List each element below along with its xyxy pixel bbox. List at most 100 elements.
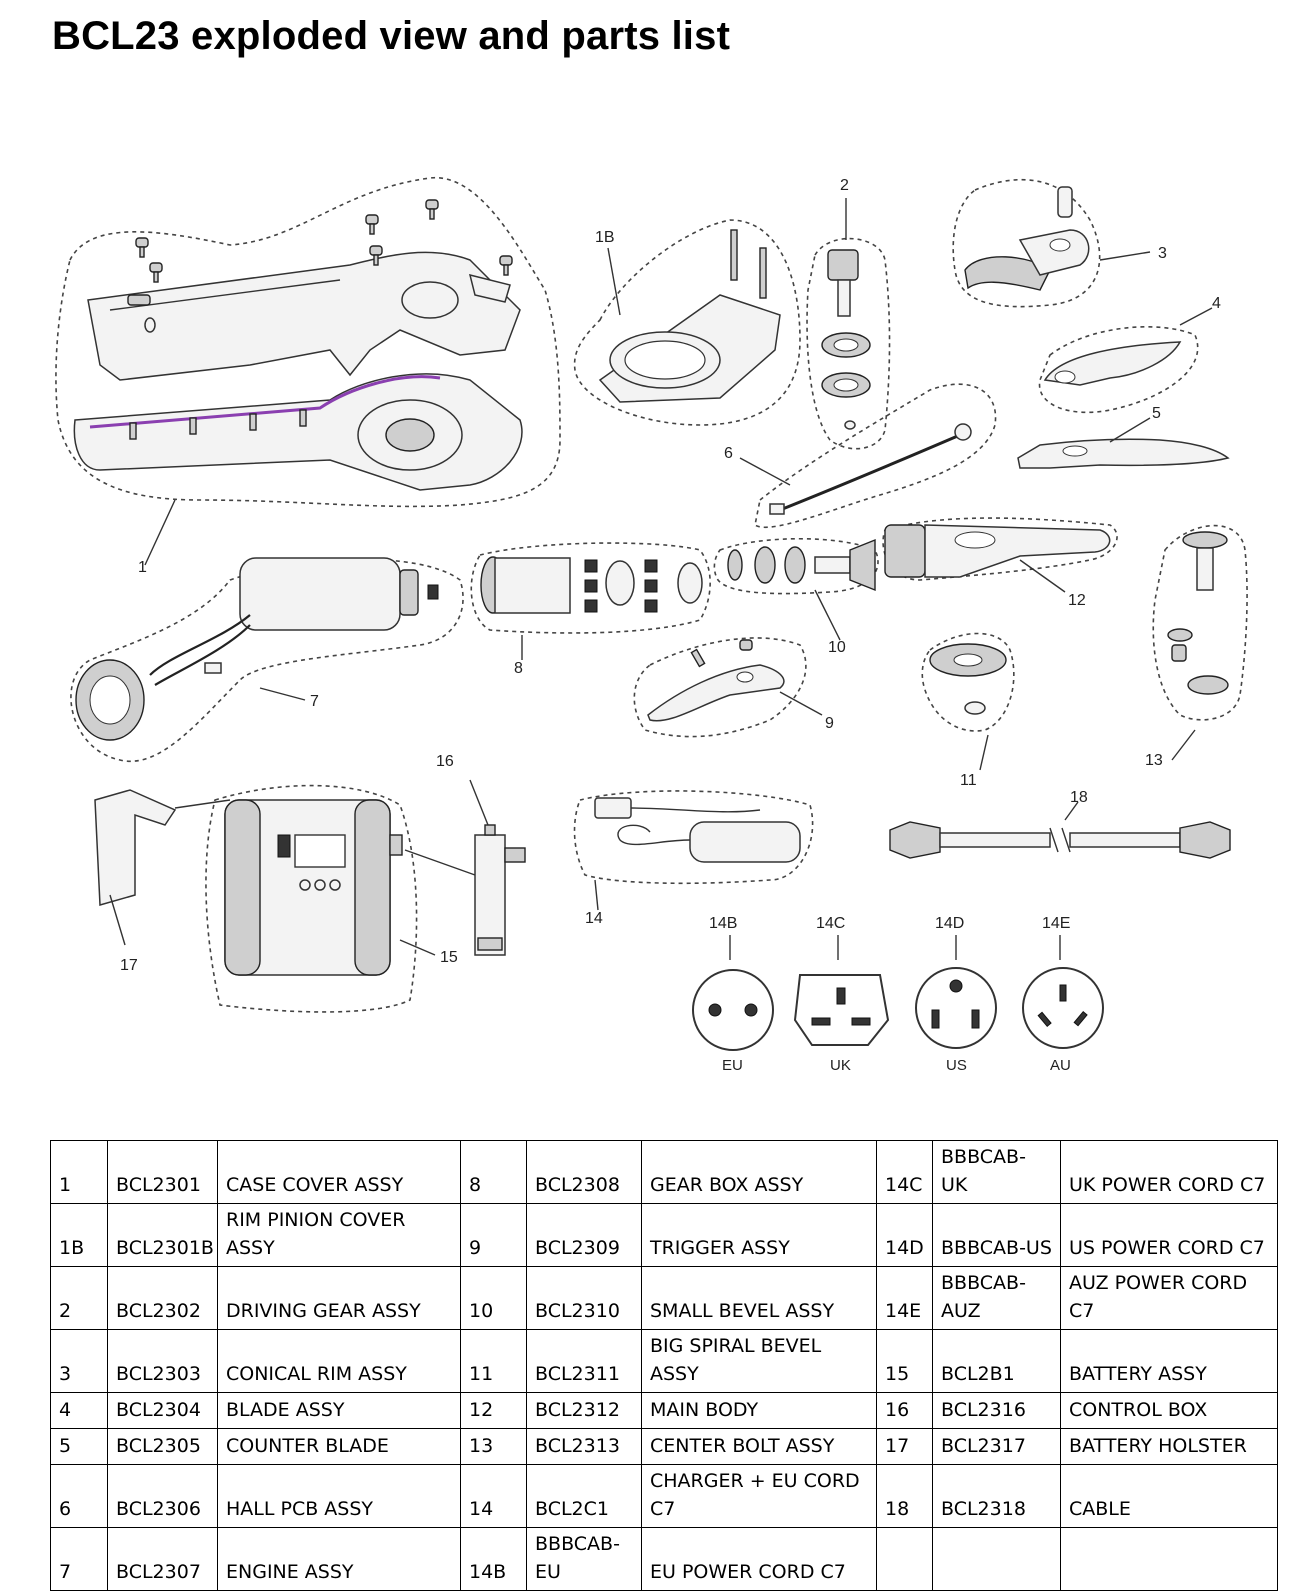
part-ref-cell: BCL2305 (107, 1428, 218, 1465)
part-no-cell: 13 (460, 1428, 527, 1465)
callout-12: 12 (1068, 592, 1086, 609)
plug-us-label: US (946, 1057, 967, 1074)
callout-8: 8 (514, 660, 523, 677)
part-ref-cell (932, 1527, 1061, 1591)
part-desc-cell: HALL PCB ASSY (217, 1464, 461, 1528)
part-ref-cell: BCL2311 (526, 1329, 642, 1393)
part-no-cell: 1 (50, 1140, 108, 1204)
driving-gear-illustration: 2 (806, 177, 891, 450)
part-no-cell: 10 (460, 1266, 527, 1330)
exploded-view-diagram: 1 1B 2 3 4 (0, 80, 1299, 1120)
control-box-illustration: 16 (436, 753, 526, 956)
part-desc-cell: BLADE ASSY (217, 1392, 461, 1429)
part-no-cell: 17 (876, 1428, 933, 1465)
part-no-cell: 8 (460, 1140, 527, 1204)
engine-illustration: 7 (70, 557, 464, 763)
plug-uk-label: UK (830, 1057, 851, 1074)
part-desc-cell: ENGINE ASSY (217, 1527, 461, 1591)
part-desc-cell: MAIN BODY (641, 1392, 877, 1429)
callout-18: 18 (1070, 789, 1088, 806)
part-desc-cell: COUNTER BLADE (217, 1428, 461, 1465)
callout-6: 6 (724, 445, 733, 462)
battery-illustration: 15 (205, 784, 476, 1013)
part-desc-cell: CONTROL BOX (1060, 1392, 1278, 1429)
main-body-illustration: 12 (882, 517, 1118, 609)
part-desc-cell: US POWER CORD C7 (1060, 1203, 1278, 1267)
part-desc-cell: CASE COVER ASSY (217, 1140, 461, 1204)
part-desc-cell: DRIVING GEAR ASSY (217, 1266, 461, 1330)
part-no-cell: 12 (460, 1392, 527, 1429)
part-ref-cell: BCL2307 (107, 1527, 218, 1591)
part-ref-cell: BCL2313 (526, 1428, 642, 1465)
part-desc-cell: SMALL BEVEL ASSY (641, 1266, 877, 1330)
part-no-cell: 4 (50, 1392, 108, 1429)
part-no-cell: 14 (460, 1464, 527, 1528)
part-ref-cell: BCL2302 (107, 1266, 218, 1330)
part-desc-cell: EU POWER CORD C7 (641, 1527, 877, 1591)
callout-15: 15 (440, 949, 458, 966)
callout-1B: 1B (595, 229, 615, 246)
plug-eu-code: 14B (709, 915, 737, 932)
part-no-cell: 7 (50, 1527, 108, 1591)
battery-holster-illustration: 17 (94, 789, 231, 974)
counter-blade-illustration: 5 (1017, 405, 1230, 469)
callout-11: 11 (960, 772, 977, 789)
conical-rim-illustration: 3 (952, 178, 1167, 308)
part-desc-cell: RIM PINION COVER ASSY (217, 1203, 461, 1267)
callout-16: 16 (436, 753, 454, 770)
part-ref-cell: BCL2301B (107, 1203, 218, 1267)
part-desc-cell: UK POWER CORD C7 (1060, 1140, 1278, 1204)
part-desc-cell: AUZ POWER CORD C7 (1060, 1266, 1278, 1330)
part-ref-cell: BCL2B1 (932, 1329, 1061, 1393)
part-no-cell: 11 (460, 1329, 527, 1393)
callout-10: 10 (828, 639, 846, 656)
part-ref-cell: BCL2318 (932, 1464, 1061, 1528)
part-desc-cell: CHARGER + EU CORD C7 (641, 1464, 877, 1528)
plug-au-label: AU (1050, 1057, 1071, 1074)
part-desc-cell: CENTER BOLT ASSY (641, 1428, 877, 1465)
part-ref-cell: BBBCAB-UK (932, 1140, 1061, 1204)
part-ref-cell: BBBCAB-EU (526, 1527, 642, 1591)
part-ref-cell: BCL2317 (932, 1428, 1061, 1465)
part-ref-cell: BCL2303 (107, 1329, 218, 1393)
callout-9: 9 (825, 715, 834, 732)
gear-box-illustration: 8 (470, 542, 711, 677)
case-cover-assy-illustration: 1 (55, 177, 561, 576)
part-no-cell: 15 (876, 1329, 933, 1393)
plug-eu-label: EU (722, 1057, 743, 1074)
center-bolt-illustration: 13 (1145, 524, 1248, 769)
callout-2: 2 (840, 177, 849, 194)
part-no-cell: 16 (876, 1392, 933, 1429)
cable-illustration: 18 (889, 789, 1231, 859)
callout-3: 3 (1158, 245, 1167, 262)
plug-au: 14E AU (1022, 915, 1104, 1074)
plug-au-code: 14E (1042, 915, 1070, 932)
callout-1: 1 (138, 559, 147, 576)
part-ref-cell: BCL2309 (526, 1203, 642, 1267)
part-ref-cell: BBBCAB-AUZ (932, 1266, 1061, 1330)
part-ref-cell: BCL2304 (107, 1392, 218, 1429)
part-desc-cell: GEAR BOX ASSY (641, 1140, 877, 1204)
plug-eu: 14B EU (692, 915, 774, 1074)
part-no-cell: 6 (50, 1464, 108, 1528)
callout-17: 17 (120, 957, 138, 974)
big-spiral-bevel-illustration: 11 (921, 632, 1015, 789)
part-no-cell: 14E (876, 1266, 933, 1330)
part-no-cell: 3 (50, 1329, 108, 1393)
part-desc-cell: CABLE (1060, 1464, 1278, 1528)
small-bevel-illustration: 10 (713, 538, 879, 656)
part-desc-cell: BATTERY HOLSTER (1060, 1428, 1278, 1465)
trigger-illustration: 9 (633, 637, 834, 738)
callout-14: 14 (585, 910, 603, 927)
part-ref-cell: BCL2316 (932, 1392, 1061, 1429)
page-title: BCL23 exploded view and parts list (52, 14, 731, 58)
part-no-cell: 9 (460, 1203, 527, 1267)
part-no-cell (876, 1527, 933, 1591)
part-no-cell: 5 (50, 1428, 108, 1465)
